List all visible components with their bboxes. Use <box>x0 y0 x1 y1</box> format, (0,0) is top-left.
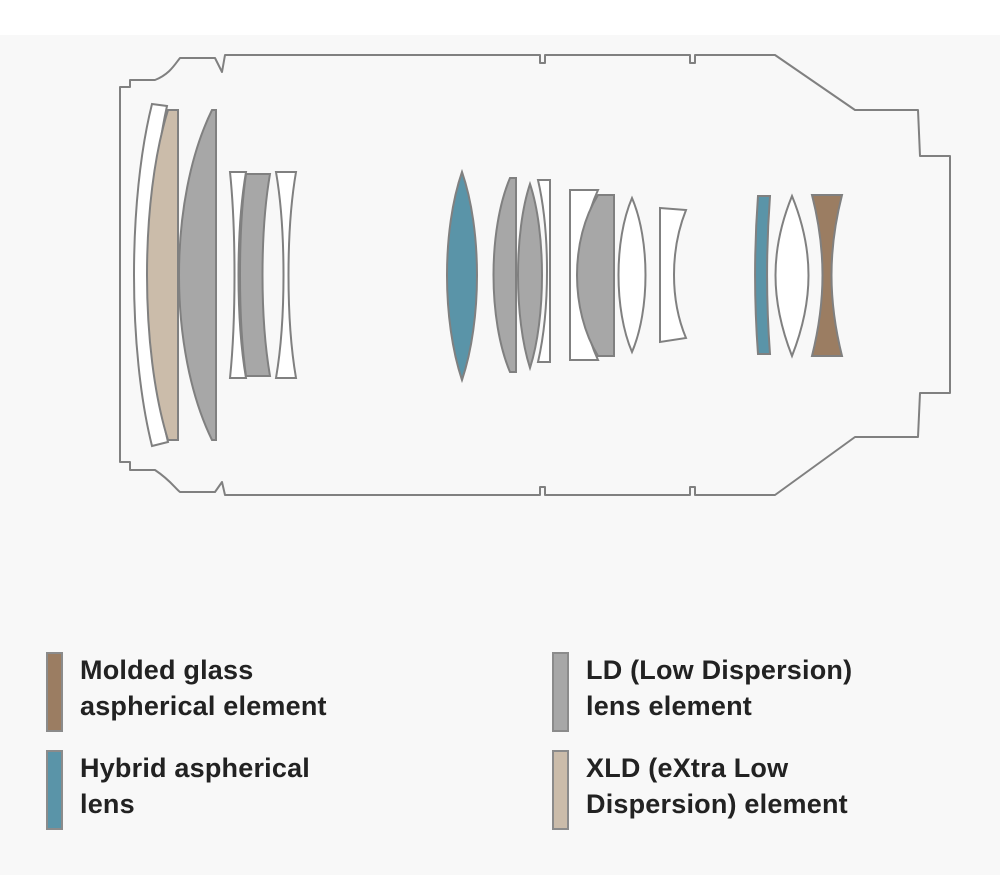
legend-molded: Molded glass aspherical element <box>46 652 327 732</box>
lens-element <box>659 206 688 344</box>
lens-element <box>492 177 517 373</box>
legend-label-molded: Molded glass aspherical element <box>80 655 327 721</box>
legend-xld: XLD (eXtra Low Dispersion) element <box>552 750 848 830</box>
legend-swatch-hybrid <box>46 750 63 830</box>
lens-element <box>617 195 647 355</box>
lens-element <box>228 171 248 379</box>
lens-element <box>774 193 810 359</box>
lens-element <box>810 194 844 357</box>
legend-label-hybrid: Hybrid aspherical lens <box>80 753 310 819</box>
lens-construction-diagram <box>119 54 951 496</box>
legend-swatch-molded <box>46 652 63 732</box>
legend-hybrid: Hybrid aspherical lens <box>46 750 310 830</box>
lens-element <box>446 168 478 384</box>
lens-element <box>274 171 298 379</box>
legend-swatch-xld <box>552 750 569 830</box>
legend-label-ld: LD (Low Dispersion) lens element <box>586 655 853 721</box>
lens-element <box>517 180 543 372</box>
lens-element <box>754 195 772 355</box>
lens-element <box>146 109 179 441</box>
lens-element <box>178 109 217 441</box>
diagram-canvas: Molded glass aspherical element LD (Low … <box>0 35 1000 875</box>
legend-label-xld: XLD (eXtra Low Dispersion) element <box>586 753 848 819</box>
lens-element <box>239 173 272 377</box>
legend-swatch-ld <box>552 652 569 732</box>
lens-element <box>576 194 615 357</box>
lens-elements <box>133 102 844 448</box>
lens-element <box>536 179 551 363</box>
legend-ld: LD (Low Dispersion) lens element <box>552 652 852 732</box>
lens-barrel-outline <box>119 54 951 496</box>
